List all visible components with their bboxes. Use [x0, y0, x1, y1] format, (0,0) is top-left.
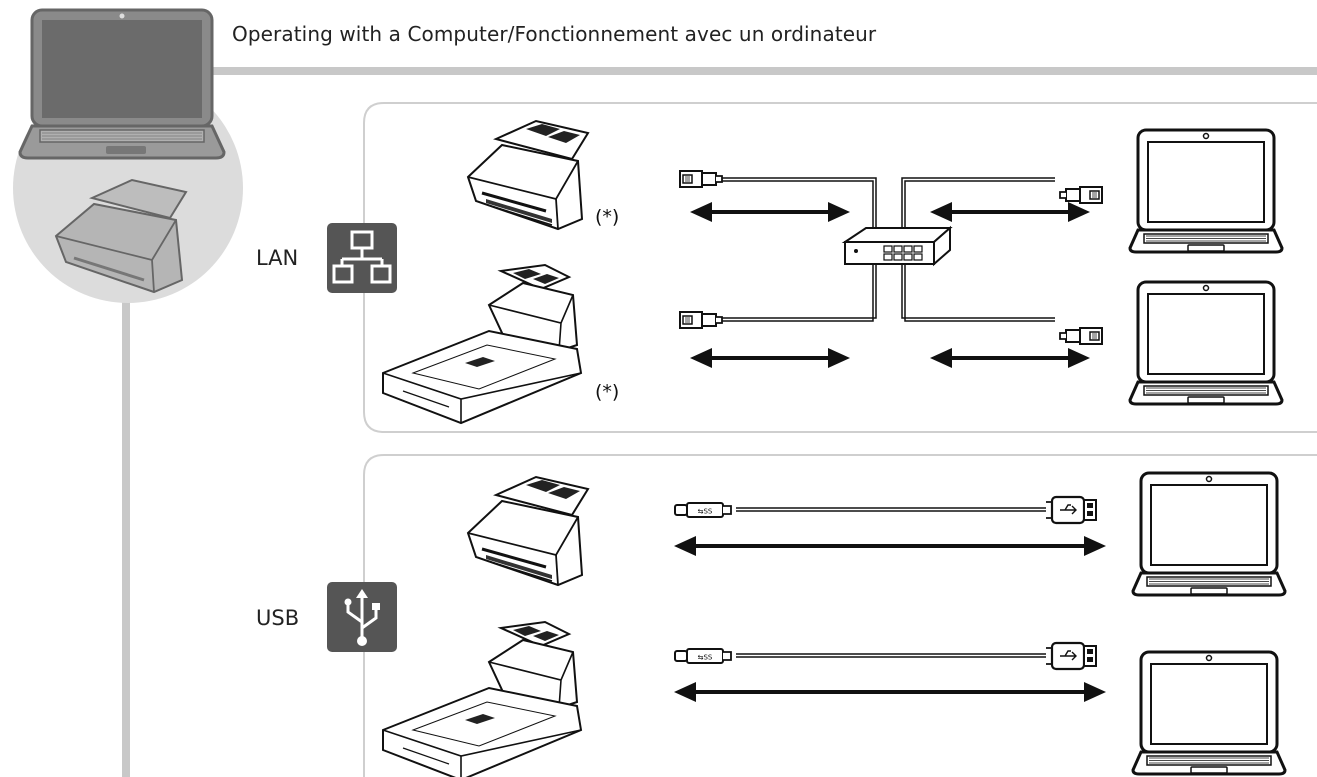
double-arrow: [928, 346, 1092, 370]
double-arrow: [688, 200, 852, 224]
laptop-icon: [1128, 280, 1284, 406]
lan-label: LAN: [256, 246, 299, 270]
rj45-plug: [1059, 186, 1103, 204]
scanner-flatbed-usb: [382, 621, 582, 777]
double-arrow: [928, 200, 1092, 224]
scanner-sheetfed-lan: [466, 119, 590, 231]
lan-note-top: (*): [595, 206, 620, 228]
usb-panel: [363, 454, 1317, 777]
laptop-icon: [1131, 650, 1287, 776]
page-title: Operating with a Computer/Fonctionnement…: [232, 22, 877, 46]
usb-c-plug: [674, 648, 732, 664]
usb-icon: [327, 582, 397, 652]
usb-a-plug: [1044, 641, 1098, 671]
computer-scanner-badge: [13, 8, 243, 303]
scanner-sheetfed-usb: [466, 475, 590, 587]
header-bar: [200, 67, 1317, 75]
usb-c-plug: [674, 502, 732, 518]
double-arrow: [674, 536, 1106, 556]
timeline-line: [122, 260, 130, 777]
double-arrow: [688, 346, 852, 370]
usb-label: USB: [256, 606, 300, 630]
scanner-flatbed-lan: [382, 264, 582, 424]
double-arrow: [674, 682, 1106, 702]
network-icon: [327, 223, 397, 293]
usb-cables: [736, 507, 1046, 658]
lan-cables: [722, 177, 1055, 322]
rj45-plug: [1059, 327, 1103, 345]
network-hub-icon: [841, 225, 953, 267]
lan-note-bottom: (*): [595, 381, 620, 403]
rj45-plug: [679, 170, 723, 188]
laptop-icon: [1128, 128, 1284, 254]
laptop-icon: [1131, 471, 1287, 597]
usb-a-plug: [1044, 495, 1098, 525]
rj45-plug: [679, 311, 723, 329]
